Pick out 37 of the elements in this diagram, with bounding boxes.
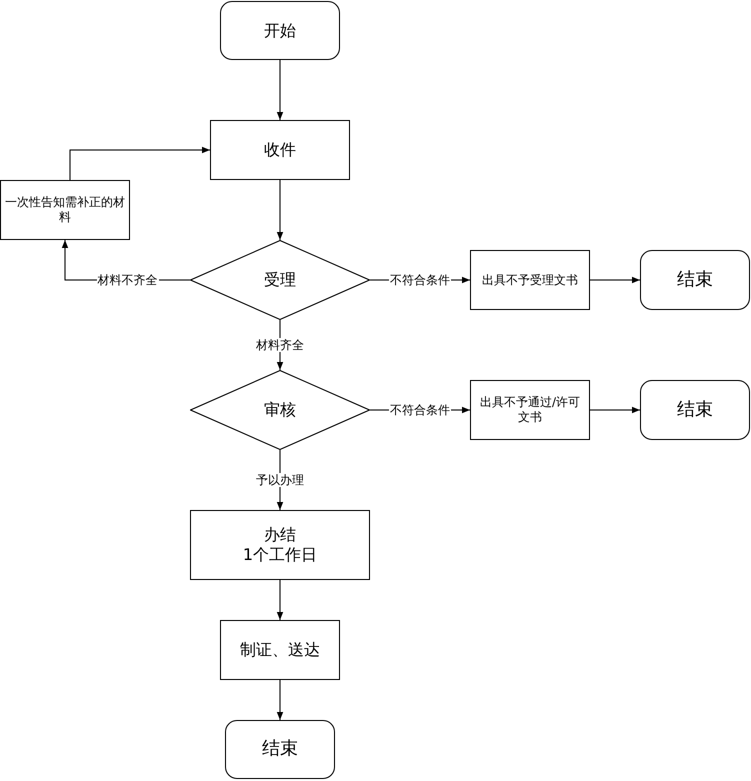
node-text: 受理 (263, 270, 297, 290)
edge-label: 材料齐全 (255, 338, 305, 352)
process-box (470, 250, 590, 310)
terminal-box (640, 250, 750, 310)
node-text: 出具不予受理文书 (481, 272, 579, 288)
arrow (276, 680, 284, 720)
node-text: 一次性告知需补正的材料 (4, 195, 126, 225)
decision-diamond (190, 240, 370, 320)
node-text: 收件 (263, 140, 297, 160)
arrow (590, 406, 640, 414)
terminal-box (225, 720, 335, 779)
process-box (0, 180, 130, 240)
arrow (276, 580, 284, 620)
arrow (276, 60, 284, 120)
node-text: 结束 (261, 738, 299, 761)
arrow (70, 146, 210, 180)
node-text: 开始 (263, 20, 297, 40)
node-text: 办结 (263, 525, 297, 545)
decision-diamond (190, 370, 370, 450)
node-text: 制证、送达 (239, 640, 321, 660)
process-box (210, 120, 350, 180)
edge-label: 予以办理 (255, 473, 305, 487)
edge-label: 材料不齐全 (96, 273, 158, 287)
edge-label: 不符合条件 (389, 403, 451, 417)
node-text: 出具不予通过/许可文书 (478, 395, 582, 425)
terminal-box (640, 380, 750, 440)
node-text: 结束 (676, 398, 714, 422)
node-text: 审核 (263, 400, 297, 420)
node-text: 1个工作日 (242, 545, 318, 565)
arrow (590, 276, 640, 284)
node-text: 结束 (676, 268, 714, 292)
process-box (470, 380, 590, 440)
terminal-box (220, 1, 340, 60)
process-box (190, 510, 370, 580)
process-box (220, 620, 340, 680)
arrow (276, 180, 284, 240)
edge-label: 不符合条件 (389, 273, 451, 287)
